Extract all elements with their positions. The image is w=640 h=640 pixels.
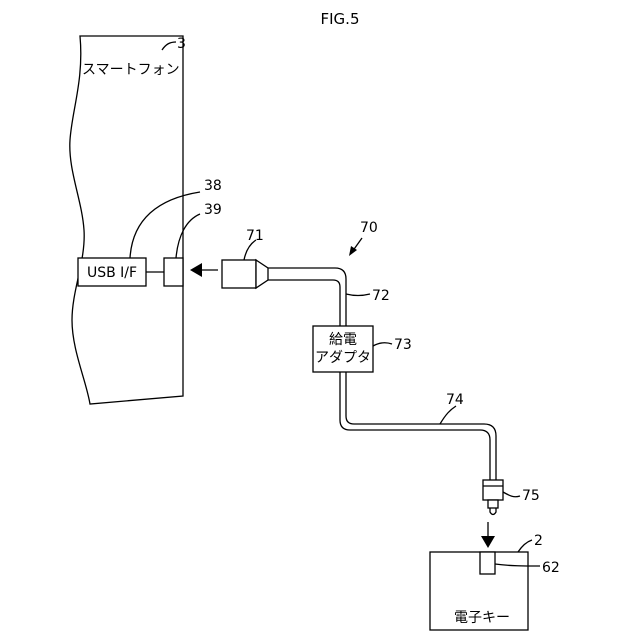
jack-plug-body (483, 480, 503, 500)
jack-plug-ref: 75 (522, 488, 540, 504)
cable-upper-leader (346, 294, 370, 296)
smartphone-leader (162, 42, 176, 50)
key-port-ref: 62 (542, 560, 560, 576)
smartphone-ref: 3 (177, 36, 186, 52)
jack-plug-collar (488, 500, 498, 508)
usb-plug-taper (256, 260, 268, 288)
connector-leader (176, 214, 200, 258)
usb-interface-leader (130, 192, 200, 258)
smartphone-body (70, 36, 183, 404)
power-adapter-label-1: 給電 (329, 332, 357, 348)
key-port (480, 552, 495, 574)
insert-arrow-head (190, 263, 202, 277)
power-adapter-leader (373, 343, 392, 346)
jack-plug-leader (503, 492, 520, 497)
cable-upper-outer (268, 268, 346, 326)
assembly-ref: 70 (360, 220, 378, 236)
electronic-key-ref: 2 (534, 533, 543, 549)
cable-lower-inner (346, 372, 496, 480)
cable-upper-inner (268, 280, 340, 326)
usb-interface-ref: 38 (204, 178, 222, 194)
cable-lower-leader (440, 406, 456, 424)
usb-connector (164, 258, 183, 286)
usb-interface-label: USB I/F (87, 265, 137, 281)
cable-lower-ref: 74 (446, 392, 464, 408)
jack-plug-tip (490, 508, 496, 515)
electronic-key-label: 電子キー (454, 610, 510, 626)
cable-lower-outer (340, 372, 490, 480)
usb-plug-body (222, 260, 256, 288)
smartphone-label: スマートフォン (82, 62, 180, 78)
down-arrow-head (481, 536, 495, 548)
connector-ref: 39 (204, 202, 222, 218)
plug-ref: 71 (246, 228, 264, 244)
power-adapter-ref: 73 (394, 337, 412, 353)
cable-upper-ref: 72 (372, 288, 390, 304)
figure-title: FIG.5 (321, 10, 360, 28)
power-adapter-label-2: アダプタ (315, 350, 371, 366)
electronic-key-leader (518, 540, 532, 552)
